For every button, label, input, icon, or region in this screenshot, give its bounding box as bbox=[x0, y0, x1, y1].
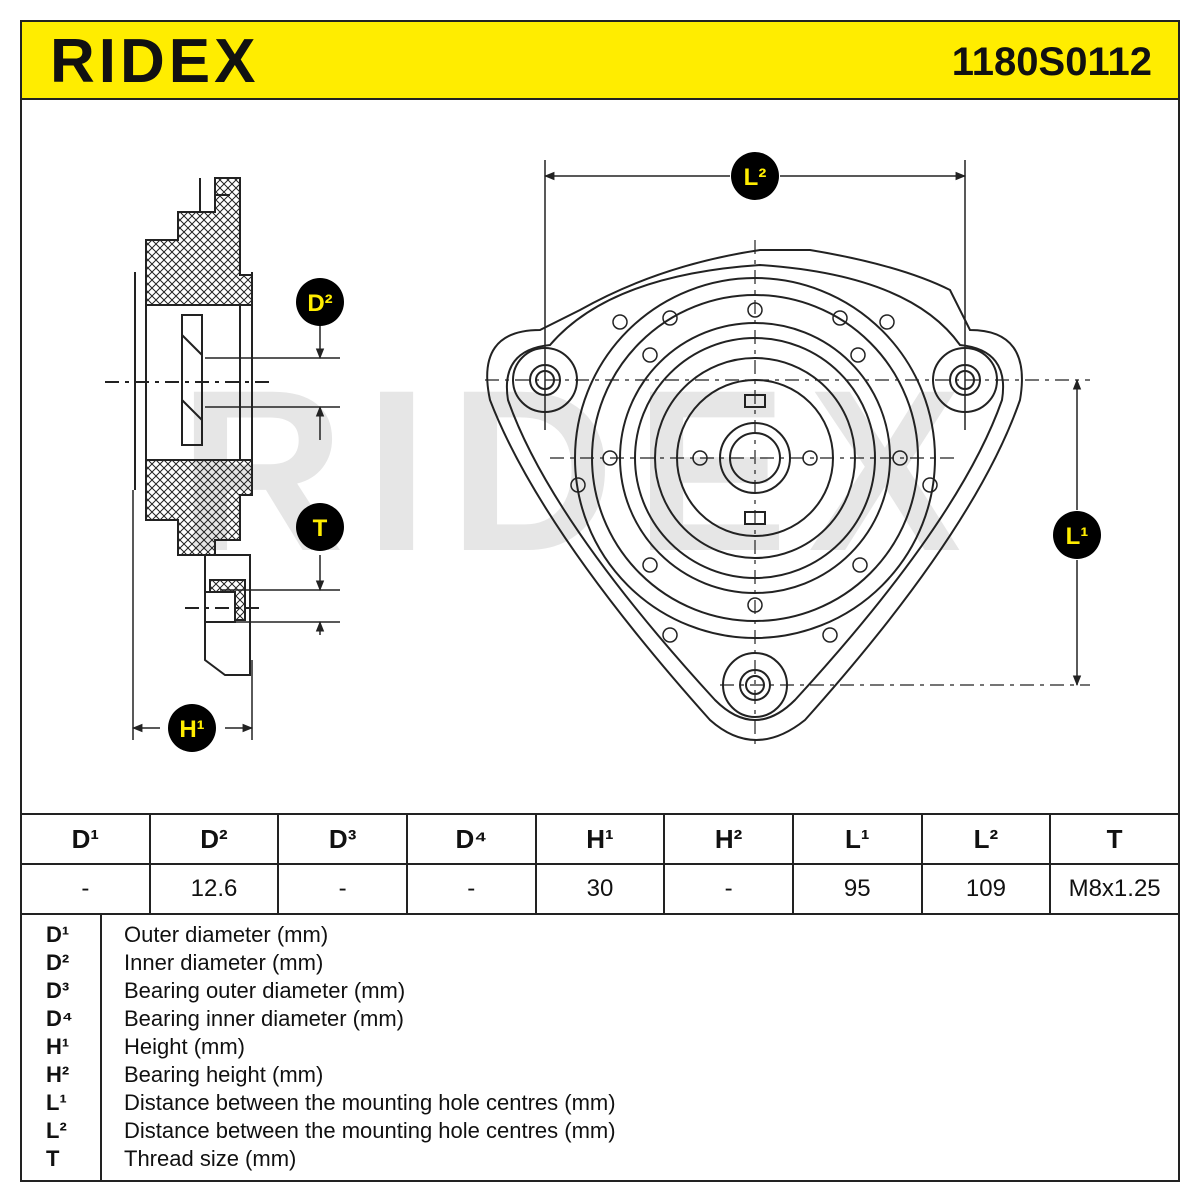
side-section-view bbox=[105, 177, 275, 676]
part-number: 1180S0112 bbox=[951, 40, 1152, 84]
front-view bbox=[485, 240, 1090, 750]
col-header-d3: D³ bbox=[277, 813, 408, 865]
mount-plate-outline bbox=[486, 249, 1023, 741]
dimension-t bbox=[220, 555, 340, 635]
col-header-l2: L² bbox=[920, 813, 1052, 865]
dimension-d2 bbox=[205, 325, 340, 440]
lower-rubber-body bbox=[145, 459, 253, 556]
spec-table: D¹ D² D³ D⁴ H¹ H² L¹ L² T - 12.6 - - 30 … bbox=[20, 813, 1180, 915]
spec-value-row: - 12.6 - - 30 - 95 109 M8x1.25 bbox=[20, 863, 1180, 915]
legend: D¹ Outer diameter (mm) D² Inner diameter… bbox=[20, 913, 1180, 1182]
col-header-h2: H² bbox=[663, 813, 794, 865]
l1-label-badge: L¹ bbox=[1053, 511, 1101, 559]
svg-text:H¹: H¹ bbox=[179, 716, 204, 743]
h1-label-badge: H¹ bbox=[168, 704, 216, 752]
value-t: M8x1.25 bbox=[1049, 863, 1180, 915]
col-header-d1: D¹ bbox=[20, 813, 151, 865]
spec-header-row: D¹ D² D³ D⁴ H¹ H² L¹ L² T bbox=[20, 813, 1180, 865]
value-d4: - bbox=[405, 863, 537, 915]
l2-label-badge: L² bbox=[731, 152, 779, 200]
d2-label-badge: D² bbox=[296, 278, 344, 326]
value-h2: - bbox=[663, 863, 794, 915]
value-d2: 12.6 bbox=[148, 863, 280, 915]
svg-text:L²: L² bbox=[744, 164, 767, 191]
dimension-h1 bbox=[131, 490, 254, 740]
svg-text:D²: D² bbox=[307, 290, 332, 317]
t-label-badge: T bbox=[296, 503, 344, 551]
upper-rubber-body bbox=[145, 177, 253, 306]
value-h1: 30 bbox=[534, 863, 666, 915]
watermark: RIDEX bbox=[179, 342, 982, 599]
col-header-t: T bbox=[1049, 813, 1180, 865]
svg-text:T: T bbox=[313, 515, 328, 542]
legend-divider bbox=[100, 913, 102, 1182]
value-l1: 95 bbox=[791, 863, 923, 915]
svg-text:L¹: L¹ bbox=[1066, 523, 1089, 550]
value-d3: - bbox=[277, 863, 408, 915]
col-header-d2: D² bbox=[148, 813, 280, 865]
value-d1: - bbox=[20, 863, 151, 915]
col-header-d4: D⁴ bbox=[405, 813, 537, 865]
brand-logo: RIDEX bbox=[50, 27, 260, 96]
dimension-l2 bbox=[543, 160, 967, 430]
header-bar: RIDEX 1180S0112 bbox=[20, 20, 1180, 100]
col-header-l1: L¹ bbox=[791, 813, 923, 865]
value-l2: 109 bbox=[920, 863, 1052, 915]
technical-drawing: RIDEX D² T bbox=[105, 152, 1101, 752]
col-header-h1: H¹ bbox=[534, 813, 666, 865]
